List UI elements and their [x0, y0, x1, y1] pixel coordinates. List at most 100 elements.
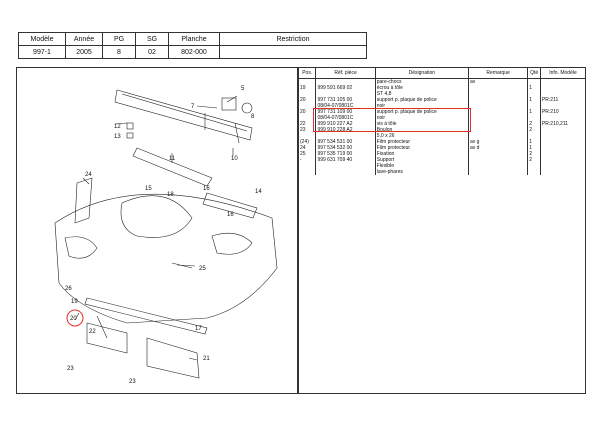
cell-pos: 20 — [299, 109, 317, 115]
cell-ref: 997 535 719 00 — [315, 151, 376, 157]
header-label-plate: Planche — [168, 32, 220, 46]
mid-bracket-shape — [132, 147, 213, 187]
cell-des: pare-chocs — [375, 78, 469, 85]
cell-rem — [468, 91, 529, 97]
cell-qty: 1 — [527, 139, 541, 145]
leader-line — [196, 105, 218, 109]
callout-label: 26 — [65, 286, 72, 292]
clip-shape — [126, 122, 134, 130]
cell-rem — [468, 169, 529, 175]
callout-label: 13 — [114, 134, 121, 140]
callout-label: 14 — [255, 189, 262, 195]
center-grille-shape — [120, 195, 193, 238]
cell-ref: 997 731 109 00 — [315, 109, 376, 115]
cell-ref: 999 910 228 A2 — [315, 127, 376, 133]
cell-pos: 25 — [299, 151, 317, 157]
header-label-model: Modèle — [18, 32, 66, 46]
cell-qty — [527, 133, 541, 139]
table-row: Flexible — [299, 163, 585, 169]
callout-label: 5 — [241, 86, 245, 92]
leader-line — [176, 264, 196, 267]
callout-label: 22 — [89, 329, 96, 335]
header-label-pg: PG — [102, 32, 136, 46]
callout-label: 20 — [70, 316, 77, 322]
parts-header-row: Pos. Réf. pièce Désignation Remarque Qté… — [299, 68, 585, 79]
cell-pos — [299, 78, 317, 85]
cell-rem — [468, 121, 529, 127]
impact-beam-shape — [114, 89, 253, 141]
leader-line — [226, 95, 238, 103]
bracket-ring — [241, 102, 253, 114]
cell-info: PR:210 — [541, 109, 559, 115]
table-row: 5,0 x 26 — [299, 133, 585, 139]
cell-qty: 2 — [527, 121, 541, 127]
cell-ref: 999 631 709 40 — [315, 157, 376, 163]
leader-line — [188, 357, 198, 361]
right-bracket-shape — [202, 192, 258, 219]
cell-rem — [468, 151, 529, 157]
callout-label: 25 — [199, 266, 206, 272]
cell-rem: av — [468, 78, 529, 85]
header-value-restriction — [219, 45, 367, 59]
bumper-drawing: 5 7 8 10 11 12 13 14 15 16 16 17 18 19 2… — [54, 86, 278, 385]
cell-ref — [315, 91, 376, 97]
catalog-header-table: Modèle Année PG SG Planche Restriction 9… — [18, 32, 367, 59]
col-designation: Désignation — [375, 68, 469, 79]
cell-qty: 1 — [527, 145, 541, 151]
cell-rem — [468, 127, 529, 133]
cell-rem — [468, 157, 529, 163]
lower-grille-shape — [84, 297, 208, 335]
cell-ref: 997 731 105 00 — [315, 97, 376, 103]
cell-rem — [468, 163, 529, 169]
cell-rem — [468, 97, 529, 103]
callout-label: 16 — [227, 212, 234, 218]
col-pos: Pos. — [299, 68, 317, 79]
header-value-year: 2005 — [65, 45, 103, 59]
callout-label: 16 — [203, 186, 210, 192]
plate-holder-shape — [86, 322, 128, 354]
col-remark: Remarque — [468, 68, 529, 79]
cell-rem: av g — [468, 139, 529, 145]
cell-qty: 1 — [527, 97, 541, 103]
callout-label: 23 — [129, 379, 136, 385]
cell-qty: 2 — [527, 157, 541, 163]
cell-qty: 2 — [527, 151, 541, 157]
cell-pos: 23 — [299, 127, 317, 133]
cell-ref — [315, 169, 376, 175]
callout-label: 18 — [167, 192, 174, 198]
cell-des: écrou à tôle — [375, 85, 469, 91]
left-lamp-shape — [64, 236, 98, 259]
cell-des: Fixation — [375, 151, 469, 157]
exploded-parts-diagram: 5 7 8 10 11 12 13 14 15 16 16 17 18 19 2… — [16, 67, 298, 394]
parts-list: Pos. Réf. pièce Désignation Remarque Qté… — [298, 67, 586, 394]
callout-label: 21 — [203, 356, 210, 362]
header-label-restriction: Restriction — [219, 32, 367, 46]
cell-pos: 19 — [299, 85, 317, 91]
fog-lamp-shape — [211, 232, 253, 255]
cell-rem — [468, 103, 529, 109]
cell-ref — [315, 163, 376, 169]
cell-pos — [299, 163, 317, 169]
cell-qty — [527, 169, 541, 175]
cell-rem — [468, 133, 529, 139]
cell-des: Support — [375, 157, 469, 163]
cell-des: Film protecteur — [375, 139, 469, 145]
leader-line — [82, 177, 90, 185]
cell-qty — [527, 103, 541, 109]
parts-table: Pos. Réf. pièce Désignation Remarque Qté… — [299, 68, 585, 175]
table-row: lave-phares — [299, 169, 585, 175]
table-row: ST 4,8 — [299, 91, 585, 97]
cell-pos: 24 — [299, 145, 317, 151]
impact-beam-line — [121, 93, 248, 132]
cell-pos: (24) — [299, 139, 317, 145]
cell-qty — [527, 91, 541, 97]
callout-label: 11 — [169, 156, 176, 162]
cell-ref: 08/04-07/0801C — [315, 103, 376, 109]
cell-ref: 999 910 227 A2 — [315, 121, 376, 127]
header-value-plate: 802-000 — [168, 45, 220, 59]
